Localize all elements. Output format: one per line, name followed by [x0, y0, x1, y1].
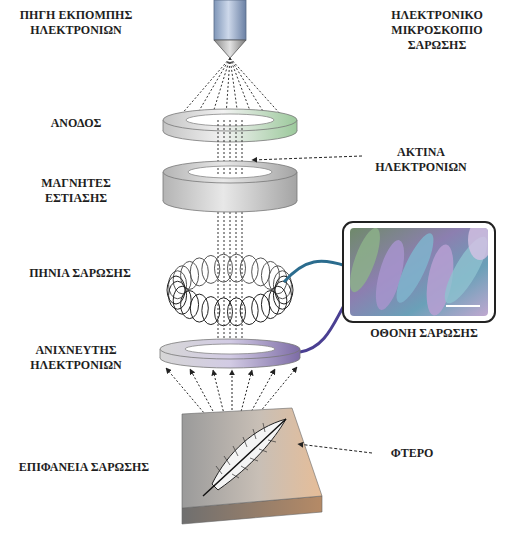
leader-arrow [252, 156, 362, 160]
emission-fan [180, 58, 282, 116]
coil-loop [240, 255, 258, 283]
coil-loop [202, 297, 220, 325]
feather [203, 419, 286, 496]
coil-loop [252, 294, 270, 322]
part-label: ΕΠΙΦΑΝΕΙΑ ΣΑΡΩΣΗΣ [2, 460, 166, 475]
electron-beam [218, 120, 242, 345]
scanning-coil [167, 254, 293, 326]
part-label: ΑΝΟΔΟΣ [16, 116, 136, 131]
electron-beam [218, 168, 242, 176]
part-label: ΑΝΙΧΝΕΥΤΗΣ ΗΛΕΚΤΡΟΝΙΩΝ [14, 343, 138, 373]
electron-source [214, 0, 246, 58]
scan-screen [343, 220, 495, 322]
coil-loop [214, 298, 232, 326]
coil-loop [273, 281, 291, 309]
coil-loop [190, 294, 208, 322]
part-label: ΠΗΓΗ ΕΚΠΟΜΠΗΣ ΗΛΕΚΤΡΟΝΙΩΝ [10, 8, 142, 38]
part-label: ΦΤΕΡΟ [374, 446, 450, 461]
signal-wire [300, 302, 346, 352]
electron-detector [160, 339, 300, 368]
part-label: ΟΘΟΝΗ ΣΑΡΩΣΗΣ [349, 326, 499, 341]
diagram-title: ΗΛΕΚΤΡΟΝΙΚΟ ΜΙΚΡΟΣΚΟΠΙΟ ΣΑΡΩΣΗΣ [381, 8, 493, 53]
coil-loop [202, 255, 220, 283]
coil-loop [228, 254, 246, 282]
sample-surface [182, 408, 322, 524]
coil-loop [169, 281, 187, 309]
part-label: ΠΗΝΙΑ ΣΑΡΩΣΗΣ [5, 266, 155, 281]
part-label: ΑΚΤΙΝΑ ΗΛΕΚΤΡΟΝΙΩΝ [365, 145, 477, 175]
coil-loop [240, 297, 258, 325]
signal-wire [284, 261, 346, 282]
focusing-magnet [163, 161, 297, 212]
leader-arrow [298, 444, 372, 453]
part-label: ΜΑΓΝΗΤΕΣ ΕΣΤΙΑΣΗΣ [20, 176, 132, 206]
